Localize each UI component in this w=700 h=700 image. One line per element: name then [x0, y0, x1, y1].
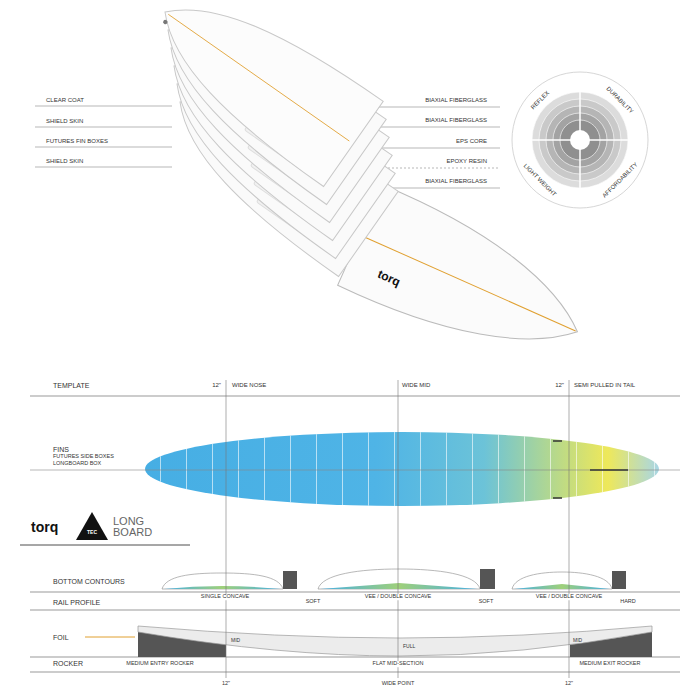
part-label: WIDE MID — [401, 382, 431, 388]
part-label: LIGHT WEIGHT — [522, 162, 558, 198]
section-heading: FOIL — [52, 634, 70, 641]
surfboard — [365, 237, 575, 331]
grid-lines — [20, 545, 190, 546]
part-label: 12" — [554, 382, 565, 388]
part-label: SINGLE CONCAVE — [200, 594, 251, 600]
board-template — [553, 441, 628, 498]
part-label: AFFORDABILITY — [601, 161, 640, 200]
cross-sections — [162, 573, 283, 589]
section-heading: RAIL PROFILE — [52, 599, 101, 606]
board-layers — [135, 0, 383, 187]
leader-lines — [35, 167, 172, 168]
reference-lines — [398, 380, 399, 678]
section-heading: FINS — [52, 446, 70, 453]
part-label: DURABILITY — [605, 85, 636, 116]
board-layers — [135, 0, 383, 187]
part-label: 12" — [221, 681, 231, 687]
part-label: SOFT — [478, 599, 495, 605]
cross-sections — [512, 572, 612, 589]
part-label: HARD — [619, 599, 637, 605]
reference-lines — [226, 380, 569, 678]
part-label: LONGBOARD BOX — [52, 461, 102, 467]
part-label: LONG BOARD — [112, 516, 158, 538]
part-label: WIDE POINT — [381, 681, 416, 687]
cross-sections — [514, 584, 610, 589]
foil-profile — [85, 626, 652, 657]
board-template — [30, 432, 680, 506]
cross-sections — [318, 569, 480, 589]
cross-sections — [612, 571, 626, 589]
part-label: EPS CORE — [455, 138, 488, 144]
cross-sections — [320, 583, 478, 589]
rating-circle — [532, 92, 628, 188]
rating-circle — [512, 72, 648, 208]
part-label: SOFT — [305, 599, 322, 605]
part-label: MID — [572, 638, 583, 643]
cross-sections — [283, 571, 297, 589]
cross-sections — [162, 569, 626, 589]
part-label: VEE / DOUBLE CONCAVE — [364, 594, 433, 600]
part-label: FLAT MID-SECTION — [372, 661, 425, 667]
board-template — [145, 432, 659, 506]
section-heading: ROCKER — [52, 660, 84, 667]
part-label: FUTURES SIDE BOXES — [52, 454, 115, 460]
reference-lines — [569, 380, 570, 678]
part-label: FULL — [402, 644, 416, 649]
leader-lines — [35, 127, 172, 128]
part-label: CLEAR COAT — [45, 97, 85, 103]
part-label: 12" — [211, 382, 222, 388]
part-label: SHIELD SKIN — [45, 158, 84, 164]
section-heading: TEMPLATE — [52, 382, 90, 389]
foil-profile — [85, 637, 135, 638]
grid-lines — [30, 396, 680, 397]
part-label: BIAXIAL FIBERGLASS — [424, 178, 488, 184]
grid-lines — [20, 396, 680, 672]
part-label: MID — [230, 638, 241, 643]
part-label: WIDE NOSE — [231, 382, 267, 388]
foil-profile — [138, 626, 652, 656]
part-label: TEC — [86, 530, 98, 535]
board-layers — [135, 0, 398, 277]
reference-lines — [226, 380, 227, 678]
leader-lines — [35, 106, 172, 107]
part-label: torq — [375, 267, 403, 288]
grid-lines — [30, 592, 680, 593]
logo-mark — [76, 512, 108, 540]
part-label: torq — [30, 520, 59, 534]
rating-circle — [512, 72, 648, 208]
board-layers — [168, 14, 349, 141]
board-layers — [162, 19, 168, 25]
part-label: BIAXIAL FIBERGLASS — [424, 97, 488, 103]
cross-sections — [164, 586, 281, 589]
part-label: REFLEX — [529, 89, 551, 111]
cross-sections — [480, 569, 495, 589]
board-template — [30, 470, 680, 471]
rating-circle — [532, 92, 628, 188]
leader-lines — [35, 147, 172, 148]
part-label: SHIELD SKIN — [45, 118, 84, 124]
part-label: SEMI PULLED IN TAIL — [573, 382, 636, 388]
grid-lines — [30, 610, 680, 611]
grid-lines — [30, 672, 680, 673]
part-label: BIAXIAL FIBERGLASS — [424, 117, 488, 123]
section-heading: BOTTOM CONTOURS — [52, 578, 126, 585]
part-label: EPOXY RESIN — [445, 158, 488, 164]
part-label: MEDIUM EXIT ROCKER — [578, 661, 641, 667]
board-template — [145, 432, 659, 506]
part-label: FUTURES FIN BOXES — [45, 138, 109, 144]
part-label: 12" — [564, 681, 574, 687]
part-label: VEE / DOUBLE CONCAVE — [535, 594, 604, 600]
part-label: MEDIUM ENTRY ROCKER — [125, 661, 194, 667]
